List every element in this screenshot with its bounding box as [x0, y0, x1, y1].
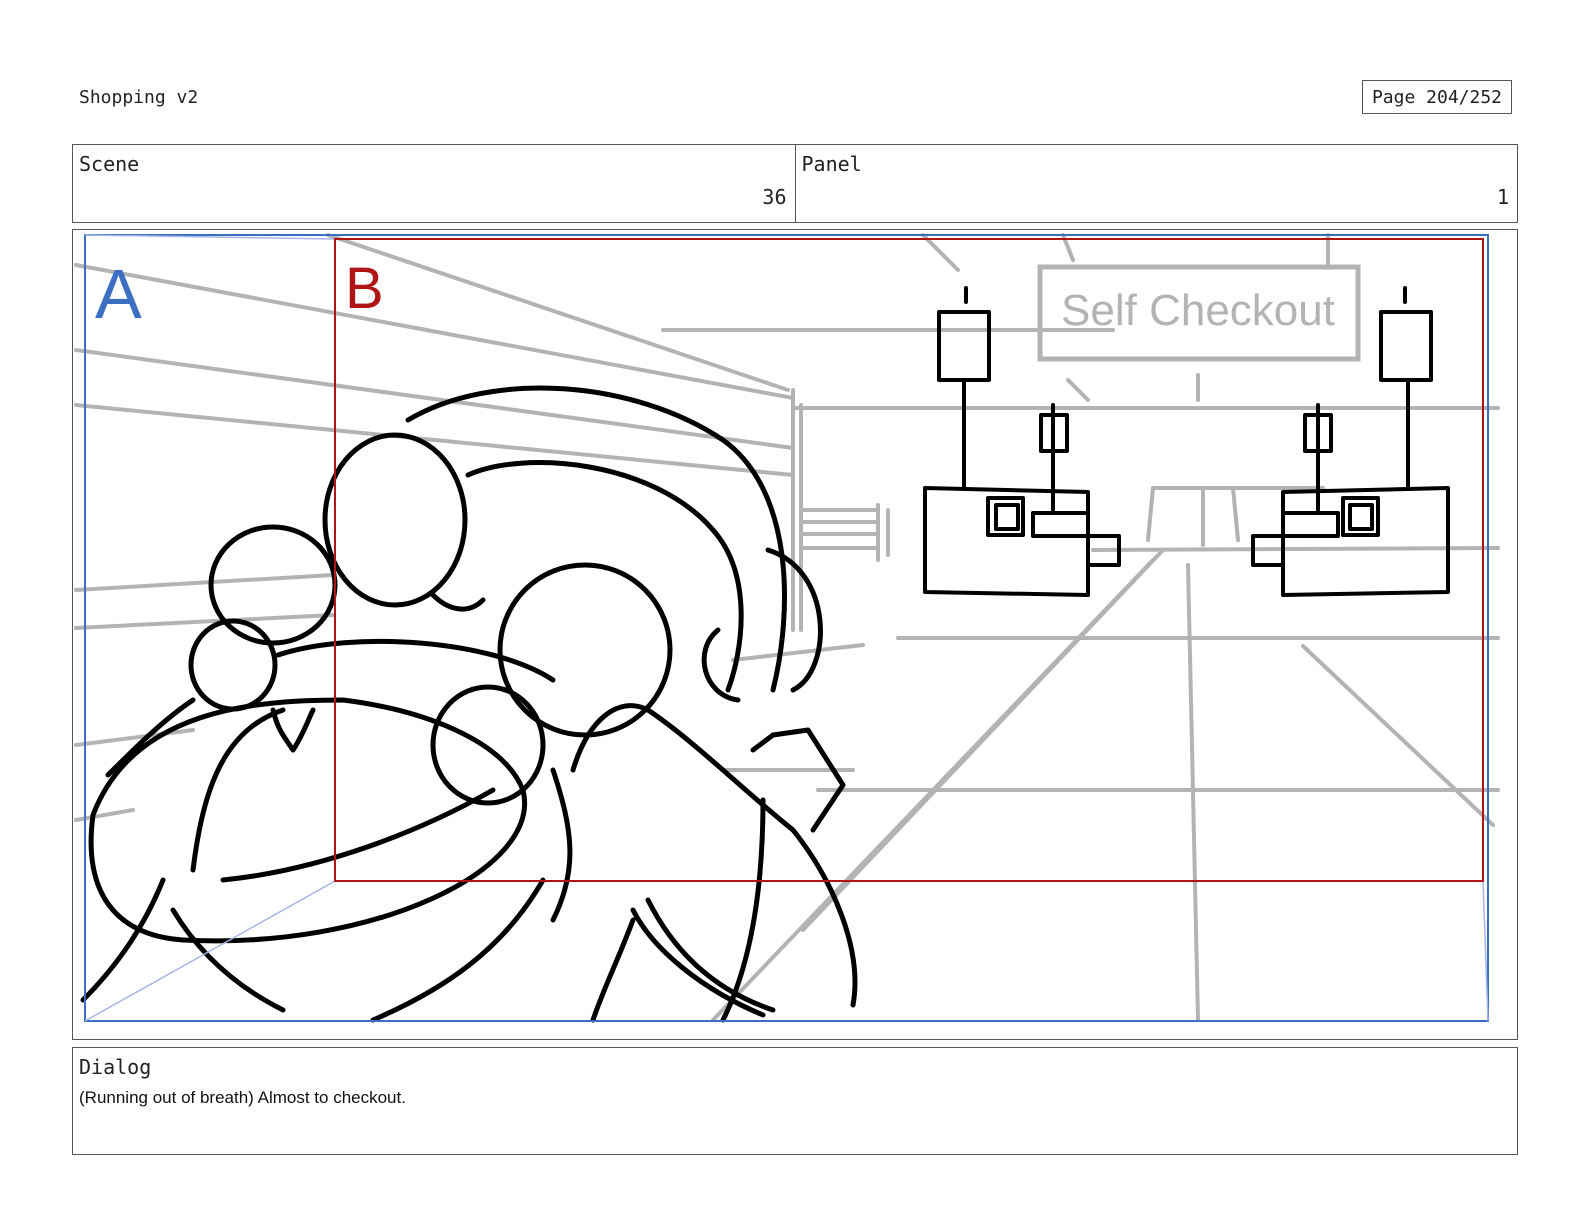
document-title: Shopping v2: [79, 87, 199, 108]
scene-cell: Scene 36: [73, 145, 795, 222]
frame-a: A: [84, 234, 1489, 1022]
storyboard-panel: Self Checkout: [72, 229, 1518, 1040]
dialog-box: Dialog (Running out of breath) Almost to…: [72, 1047, 1518, 1155]
sign-text: Self Checkout: [1061, 286, 1335, 335]
panel-label: Panel: [801, 152, 862, 176]
frame-b-marker: B: [345, 256, 384, 321]
scene-panel-info: Scene 36 Panel 1: [72, 144, 1518, 223]
panel-cell: Panel 1: [794, 145, 1518, 222]
panel-drawing: Self Checkout: [74, 233, 1500, 1023]
page-indicator: Page 204/252: [1362, 80, 1512, 114]
scene-label: Scene: [79, 152, 140, 176]
frame-a-marker: A: [95, 255, 142, 333]
dialog-text: (Running out of breath) Almost to checko…: [79, 1088, 406, 1107]
character-sketch: [80, 385, 858, 1023]
background-sketch: [74, 233, 1500, 1022]
scene-number: 36: [762, 185, 787, 209]
panel-number: 1: [1496, 185, 1509, 209]
dialog-label: Dialog: [79, 1055, 152, 1079]
self-checkout-sign: Self Checkout: [1037, 264, 1361, 362]
frame-b: B: [334, 238, 1484, 882]
checkout-stations: [923, 286, 1450, 597]
